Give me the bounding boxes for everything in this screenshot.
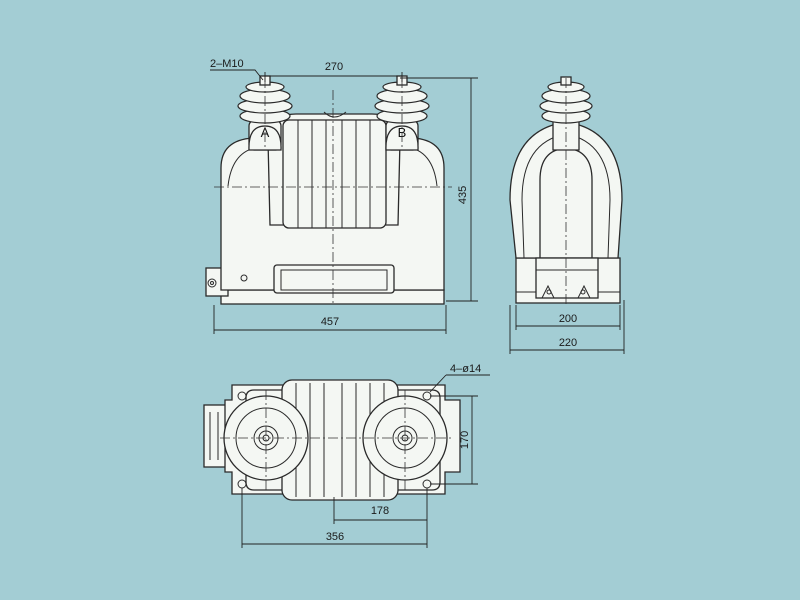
front-view: A B 2–M10 270 435 457	[205, 58, 478, 334]
dim-terminal-spacing: 270	[325, 61, 343, 73]
dim-hole-spacing: 178	[371, 505, 389, 517]
thread-label: 2–M10	[210, 58, 244, 70]
dim-length: 457	[321, 316, 339, 328]
dim-height: 435	[457, 186, 469, 204]
dim-depth-outer: 220	[559, 337, 577, 349]
dim-base-width: 170	[459, 431, 471, 449]
side-view: 200 220	[509, 76, 625, 354]
dim-depth-inner: 200	[559, 313, 577, 325]
holes-label: 4–ø14	[450, 363, 481, 375]
dim-base-length: 356	[326, 531, 344, 543]
front-nameplate	[273, 264, 395, 294]
lug-bolt-icon	[207, 278, 217, 288]
top-view: 4–ø14 170 178 356	[203, 363, 490, 548]
side-terminal-box	[535, 257, 599, 299]
